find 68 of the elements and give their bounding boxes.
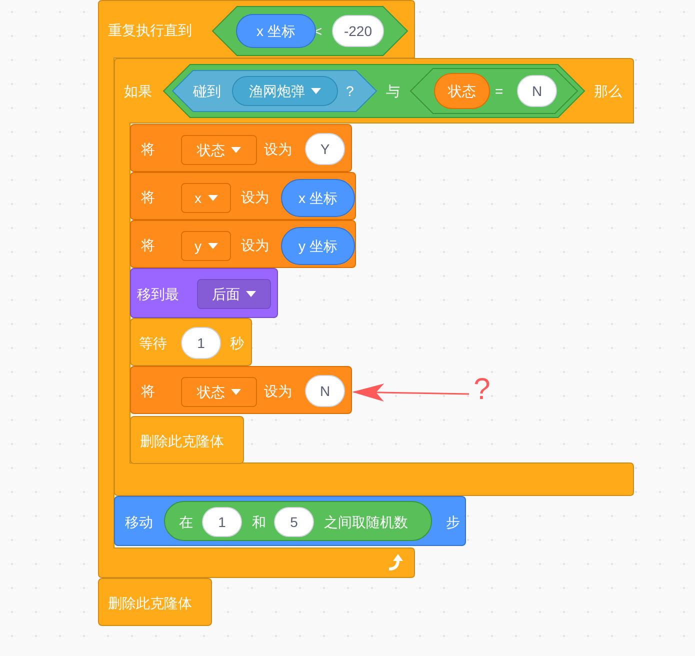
if-block (114, 58, 634, 496)
equals-hexagon (410, 68, 578, 114)
block-text: 与 (386, 82, 400, 100)
reporter-pill (281, 227, 355, 265)
dropdown-menu (181, 377, 257, 407)
block-text: 移到最 (137, 285, 179, 303)
and-hexagon (163, 64, 585, 118)
block-text: 将 (141, 382, 155, 400)
question-mark-text: ? (474, 373, 490, 407)
command-block (130, 268, 278, 318)
block-text: 设为 (264, 140, 292, 158)
block-text: 删除此克隆体 (140, 432, 224, 450)
block-text: 后面 (212, 285, 240, 303)
block-text: 如果 (124, 82, 152, 100)
command-block (130, 220, 356, 268)
block-text: 将 (141, 188, 155, 206)
block-text: 在 (179, 513, 193, 531)
block-text: 将 (141, 236, 155, 254)
block-text: 之间取随机数 (324, 513, 408, 531)
block-text: x 坐标 (256, 22, 296, 40)
block-text: 1 (218, 513, 226, 531)
block-text: Y (320, 140, 330, 158)
dropdown-menu (232, 76, 338, 106)
block-text: x 坐标 (298, 189, 338, 207)
command-block (130, 318, 252, 366)
command-block (130, 172, 356, 220)
block-text: 重复执行直到 (108, 21, 192, 39)
block-text: N (320, 382, 330, 400)
comparison-hexagon (212, 6, 408, 56)
block-text: ? (346, 82, 354, 100)
block-text: y 坐标 (298, 237, 338, 255)
touching-hexagon (172, 70, 377, 112)
arrow (352, 384, 470, 402)
block-text: N (532, 82, 542, 100)
command-block (130, 366, 352, 414)
block-text: 移动 (125, 513, 153, 531)
block-text: 5 (290, 513, 298, 531)
block-text: = (495, 82, 504, 100)
block-text: 和 (252, 513, 266, 531)
block-text: 状态 (448, 82, 476, 100)
command-block (130, 416, 244, 464)
reporter-pill (281, 179, 355, 217)
dropdown-menu (197, 279, 271, 309)
block-text: 那么 (594, 82, 622, 100)
block-text: 渔网炮弹 (249, 82, 305, 100)
block-text: 步 (446, 513, 460, 531)
dropdown-menu (181, 183, 231, 213)
reporter-pill (164, 501, 432, 541)
dropdown-menu (181, 231, 231, 261)
block-text: 设为 (264, 382, 292, 400)
command-block (98, 578, 212, 626)
block-text: 将 (141, 140, 155, 158)
block-text: 删除此克隆体 (108, 594, 192, 612)
block-text: x (194, 189, 202, 207)
dropdown-menu (181, 135, 257, 165)
block-text: 设为 (241, 188, 269, 206)
block-text: y (194, 237, 202, 255)
block-text: 1 (197, 334, 205, 352)
command-block (130, 124, 352, 172)
block-text: 秒 (230, 334, 244, 352)
block-text: 状态 (197, 383, 225, 401)
block-text: -220 (344, 22, 372, 40)
block-text: 设为 (241, 236, 269, 254)
reporter-pill (236, 14, 316, 48)
block-text: 状态 (197, 141, 225, 159)
block-text: 碰到 (193, 82, 221, 100)
block-text: 等待 (139, 334, 167, 352)
command-block (114, 496, 466, 546)
